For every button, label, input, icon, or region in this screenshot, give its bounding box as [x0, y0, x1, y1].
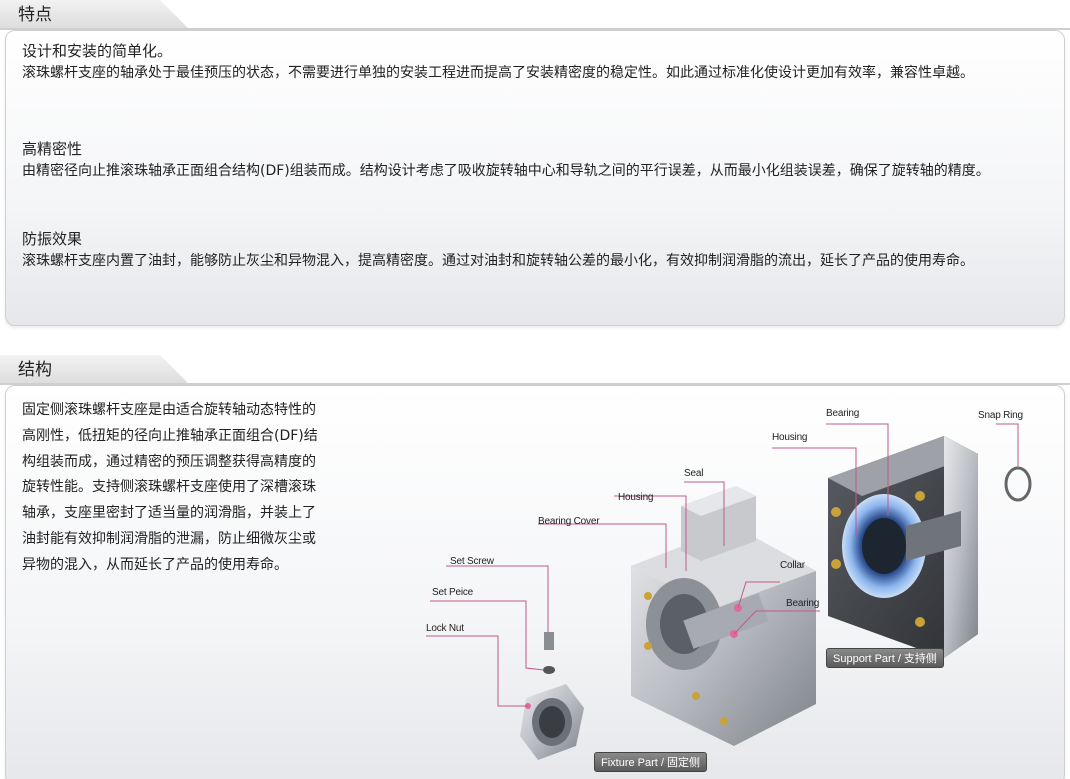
features-title: 特点 [18, 5, 52, 25]
fixture-housing-shape [631, 486, 816, 746]
label-bearing-cover: Bearing Cover [538, 516, 600, 527]
label-snap-ring: Snap Ring [978, 410, 1023, 421]
label-collar: Collar [780, 560, 805, 571]
support-housing-shape [828, 436, 978, 658]
label-set-peice: Set Peice [432, 587, 474, 598]
structure-rule [0, 383, 1070, 385]
features-panel: 设计和安装的简单化。 滚珠螺杆支座的轴承处于最佳预压的状态，不需要进行单独的安装… [5, 30, 1065, 326]
feature-heading: 设计和安装的简单化。 [22, 42, 173, 60]
label-housing-support: Housing [772, 432, 808, 443]
lock-nut-shape [520, 684, 584, 760]
structure-description: 固定侧滚珠螺杆支座是由适合旋转轴动态特性的高刚性，低扭矩的径向止推轴承正面组合(… [22, 402, 318, 573]
label-bearing-fixture: Bearing [786, 598, 820, 609]
label-seal: Seal [684, 468, 704, 479]
feature-item-precision: 高精密性 由精密径向止推滚珠轴承正面组合结构(DF)组装而成。结构设计考虑了吸收… [22, 139, 1052, 183]
set-piece-shape [543, 666, 555, 674]
set-screw-shape [544, 632, 554, 650]
feature-item-vibration: 防振效果 滚珠螺杆支座内置了油封，能够防止灰尘和异物混入，提高精密度。通过对油封… [22, 229, 1052, 273]
exploded-diagram: Bearing Snap Ring Housing Seal Housing B… [416, 396, 1066, 776]
structure-panel: 固定侧滚珠螺杆支座是由适合旋转轴动态特性的高刚性，低扭矩的径向止推轴承正面组合(… [5, 385, 1065, 779]
diagram-graphic [426, 423, 1032, 760]
structure-title: 结构 [18, 360, 52, 380]
feature-body: 滚珠螺杆支座内置了油封，能够防止灰尘和异物混入，提高精密度。通过对油封和旋转轴公… [22, 253, 974, 269]
label-bearing-support: Bearing [826, 408, 860, 419]
feature-item-simplified: 设计和安装的简单化。 滚珠螺杆支座的轴承处于最佳预压的状态，不需要进行单独的安装… [22, 41, 1052, 85]
snap-ring-shape [1004, 466, 1032, 502]
leader-lines [426, 423, 1019, 707]
label-housing-fixture: Housing [618, 492, 654, 503]
support-part-badge: Support Part / 支持侧 [826, 648, 944, 668]
feature-body: 由精密径向止推滚珠轴承正面组合结构(DF)组装而成。结构设计考虑了吸收旋转轴中心… [22, 163, 990, 179]
features-tab: 特点 [0, 0, 190, 30]
feature-heading: 高精密性 [22, 140, 83, 158]
label-lock-nut: Lock Nut [426, 623, 464, 634]
fixture-part-badge: Fixture Part / 固定侧 [594, 752, 708, 772]
feature-body: 滚珠螺杆支座的轴承处于最佳预压的状态，不需要进行单独的安装工程进而提高了安装精密… [22, 65, 974, 81]
feature-heading: 防振效果 [22, 230, 83, 248]
label-set-screw: Set Screw [450, 556, 494, 567]
structure-tab: 结构 [0, 355, 190, 385]
features-rule [0, 28, 1070, 30]
